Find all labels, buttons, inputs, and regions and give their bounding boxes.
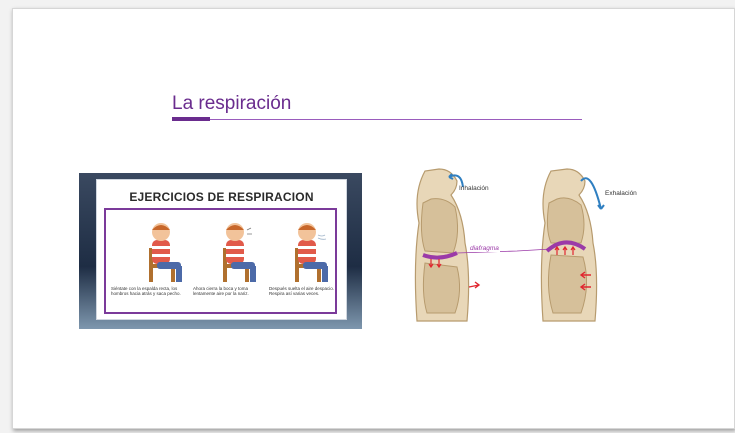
child-sitting-figure-2 [223, 223, 256, 282]
exercises-heading: EJERCICIOS DE RESPIRACION [129, 190, 314, 204]
child-sitting-figure-3 [295, 223, 328, 282]
title-underline [172, 119, 582, 120]
title-underline-accent [172, 117, 210, 121]
torso-illustration [414, 168, 605, 322]
child-sitting-figure-1 [149, 223, 182, 282]
inhale-label: Inhalación [459, 185, 489, 192]
exercise-caption-2: Ahora cierra la boca y toma lentamente a… [193, 286, 249, 297]
diaphragm-label: diafragma [469, 245, 500, 252]
exhale-label: Exhalación [605, 190, 637, 197]
breathing-diagram: Inhalación Exhalación diafragma [405, 163, 645, 328]
exercises-image: EJERCICIOS DE RESPIRACION [79, 173, 362, 329]
slide-title: La respiración [172, 93, 292, 114]
exercise-caption-1: Siéntate con la espalda recta, los hombr… [111, 286, 181, 297]
exercise-caption-3: Después suelta el aire despacio. Respira… [269, 286, 335, 297]
exercises-panel: EJERCICIOS DE RESPIRACION [96, 179, 347, 320]
exercises-frame [104, 208, 337, 314]
